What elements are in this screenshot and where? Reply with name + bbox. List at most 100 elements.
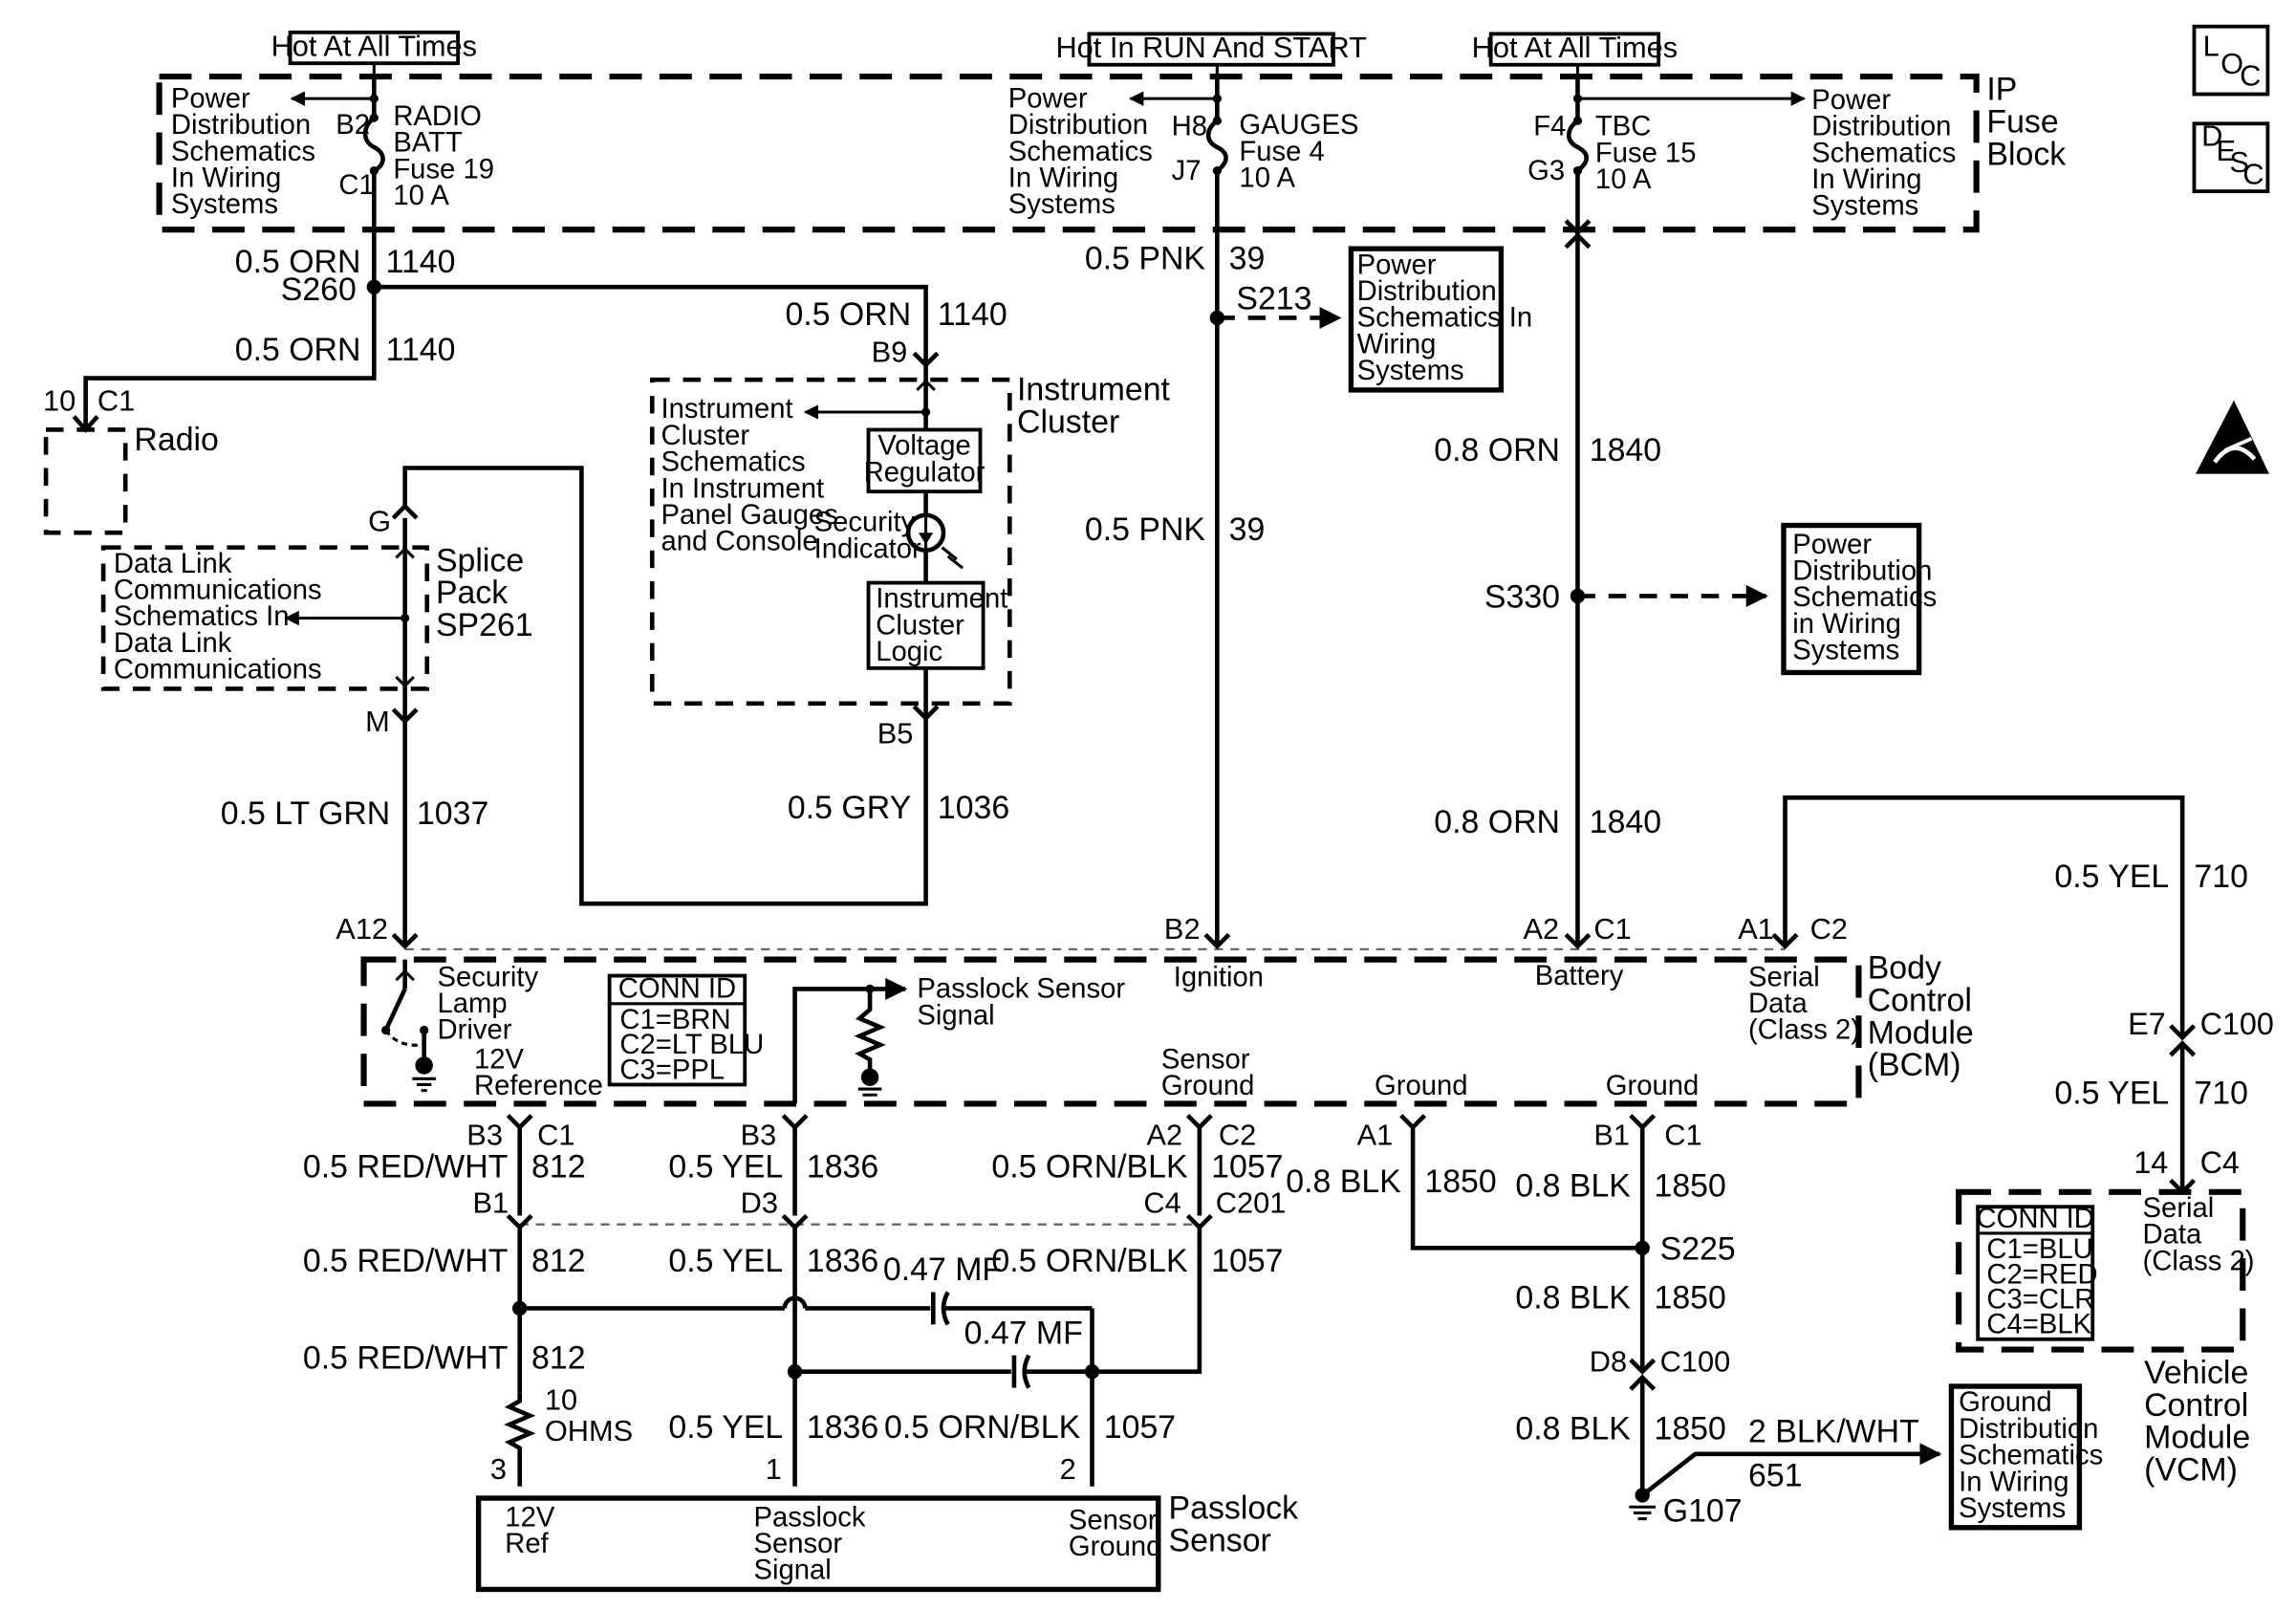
svg-text:Data Link: Data Link xyxy=(114,549,232,579)
svg-text:Ref: Ref xyxy=(505,1529,549,1559)
svg-text:F4: F4 xyxy=(1533,112,1566,142)
radio-component xyxy=(43,427,128,535)
svg-text:C1: C1 xyxy=(97,383,135,417)
passlock-ground-label: Sensor Ground xyxy=(1069,1505,1162,1562)
passlock-signal-label: Passlock Sensor Signal xyxy=(917,974,1125,1032)
svg-text:and Console: and Console xyxy=(661,527,817,557)
svg-text:IP: IP xyxy=(1986,72,2017,108)
svg-text:L: L xyxy=(2203,29,2220,62)
svg-text:Control: Control xyxy=(1868,983,1972,1019)
svg-text:OHMS: OHMS xyxy=(545,1414,633,1447)
svg-text:C4: C4 xyxy=(2200,1145,2240,1180)
power-distribution-ref-left: Power Distribution Schematics In Wiring … xyxy=(171,83,315,220)
svg-text:Communications: Communications xyxy=(114,575,322,605)
svg-text:Security: Security xyxy=(814,508,916,538)
svg-text:C1: C1 xyxy=(1593,912,1631,946)
svg-text:Sensor: Sensor xyxy=(1069,1505,1158,1535)
svg-text:B3: B3 xyxy=(741,1119,777,1152)
svg-text:M: M xyxy=(365,705,390,738)
vcm-label: Vehicle Control Module (VCM) xyxy=(2144,1355,2250,1489)
capacitor-2-icon xyxy=(1011,1354,1031,1389)
svg-text:C201: C201 xyxy=(1216,1186,1287,1219)
passlock-sensor-label: Passlock Sensor xyxy=(1169,1490,1299,1559)
power-distribution-box-s330: Power Distribution Schematics in Wiring … xyxy=(1781,522,1937,676)
svg-text:Data Link: Data Link xyxy=(114,628,232,659)
svg-text:Data: Data xyxy=(1748,989,1808,1019)
radio-label: Radio xyxy=(134,422,218,458)
passlock-ref-label: 12V Ref xyxy=(505,1502,555,1559)
svg-text:TBC: TBC xyxy=(1595,112,1651,142)
svg-text:2: 2 xyxy=(1060,1452,1076,1486)
svg-text:Data: Data xyxy=(2143,1220,2202,1251)
instrument-cluster-ref: Instrument Cluster Schematics In Instrum… xyxy=(661,394,837,557)
svg-text:SP261: SP261 xyxy=(436,607,533,643)
svg-text:Hot At All Times: Hot At All Times xyxy=(271,29,477,62)
svg-text:Systems: Systems xyxy=(1811,191,1918,222)
svg-text:B1: B1 xyxy=(472,1186,509,1219)
svg-text:Signal: Signal xyxy=(917,1000,994,1031)
svg-text:C4: C4 xyxy=(1143,1186,1180,1219)
svg-text:C2=LT BLU: C2=LT BLU xyxy=(619,1030,764,1060)
svg-text:10: 10 xyxy=(43,383,76,417)
svg-text:In Wiring: In Wiring xyxy=(1959,1467,2069,1497)
svg-text:Cluster: Cluster xyxy=(876,610,964,641)
svg-text:H8: H8 xyxy=(1172,112,1207,142)
cap1-label: 0.47 MF xyxy=(883,1251,1002,1288)
svg-text:E: E xyxy=(2217,134,2237,167)
svg-text:Signal: Signal xyxy=(753,1556,831,1586)
svg-text:Instrument: Instrument xyxy=(661,394,792,424)
capacitor-1-icon xyxy=(930,1291,950,1326)
svg-text:1140: 1140 xyxy=(386,332,456,368)
svg-text:0.5 ORN/BLK: 0.5 ORN/BLK xyxy=(884,1409,1081,1446)
svg-text:E7: E7 xyxy=(2128,1007,2166,1041)
svg-text:0.5 LT GRN: 0.5 LT GRN xyxy=(221,795,391,832)
svg-text:812: 812 xyxy=(531,1340,586,1377)
splice-s225: S225 xyxy=(1660,1231,1736,1268)
fuse-4-label: GAUGES Fuse 4 10 A xyxy=(1239,110,1358,193)
svg-text:0.5 ORN: 0.5 ORN xyxy=(235,332,361,368)
svg-text:Cluster: Cluster xyxy=(1017,404,1119,441)
vcm-serial-data-label: Serial Data (Class 2) xyxy=(2143,1193,2255,1276)
svg-text:0.5 YEL: 0.5 YEL xyxy=(668,1409,783,1446)
svg-text:A2: A2 xyxy=(1524,912,1560,946)
loc-icon[interactable]: L O C xyxy=(2192,24,2270,97)
splice-s260: S260 xyxy=(281,272,357,308)
svg-text:0.5 ORN: 0.5 ORN xyxy=(785,296,911,333)
fuse-15-icon xyxy=(1566,119,1589,173)
svg-text:Communications: Communications xyxy=(114,655,322,685)
svg-text:0.5 YEL: 0.5 YEL xyxy=(668,1243,783,1279)
svg-text:12V: 12V xyxy=(505,1502,555,1533)
svg-text:(Class 2): (Class 2) xyxy=(1748,1015,1860,1046)
svg-text:0.5 ORN/BLK: 0.5 ORN/BLK xyxy=(991,1243,1188,1279)
svg-text:Passlock: Passlock xyxy=(1169,1490,1299,1527)
ground-g107-icon xyxy=(1629,1505,1657,1521)
desc-icon[interactable]: D E S C xyxy=(2192,119,2270,194)
svg-text:C1=BLU: C1=BLU xyxy=(1986,1234,2092,1265)
svg-text:Module: Module xyxy=(2144,1420,2250,1456)
svg-text:D: D xyxy=(2201,119,2222,152)
svg-text:B1: B1 xyxy=(1593,1119,1630,1152)
svg-text:Sensor: Sensor xyxy=(1161,1045,1250,1076)
svg-text:651: 651 xyxy=(1748,1458,1802,1494)
svg-text:Distribution: Distribution xyxy=(171,110,311,141)
svg-text:A2: A2 xyxy=(1146,1119,1182,1152)
svg-text:10 A: 10 A xyxy=(393,181,449,211)
svg-text:Reference: Reference xyxy=(474,1071,603,1101)
svg-text:Module: Module xyxy=(1868,1014,1974,1051)
svg-text:Fuse: Fuse xyxy=(1986,104,2058,141)
ground-label-2: Ground xyxy=(1606,1071,1700,1101)
svg-text:C3=PPL: C3=PPL xyxy=(619,1055,725,1085)
svg-text:812: 812 xyxy=(531,1243,586,1279)
svg-text:A1: A1 xyxy=(1357,1119,1394,1152)
svg-text:O: O xyxy=(2220,47,2243,80)
svg-text:1850: 1850 xyxy=(1655,1279,1726,1316)
svg-text:Power: Power xyxy=(1811,85,1891,116)
fuse-15-label: TBC Fuse 15 10 A xyxy=(1595,112,1697,195)
svg-text:14: 14 xyxy=(2134,1145,2168,1180)
svg-text:GAUGES: GAUGES xyxy=(1239,110,1358,141)
svg-text:BATT: BATT xyxy=(393,128,463,159)
svg-text:1850: 1850 xyxy=(1655,1167,1726,1204)
bcm-conn-id: CONN ID C1=BRN C2=LT BLU C3=PPL xyxy=(607,973,764,1087)
svg-text:Schematics: Schematics xyxy=(661,447,805,478)
svg-text:Passlock: Passlock xyxy=(753,1502,865,1533)
